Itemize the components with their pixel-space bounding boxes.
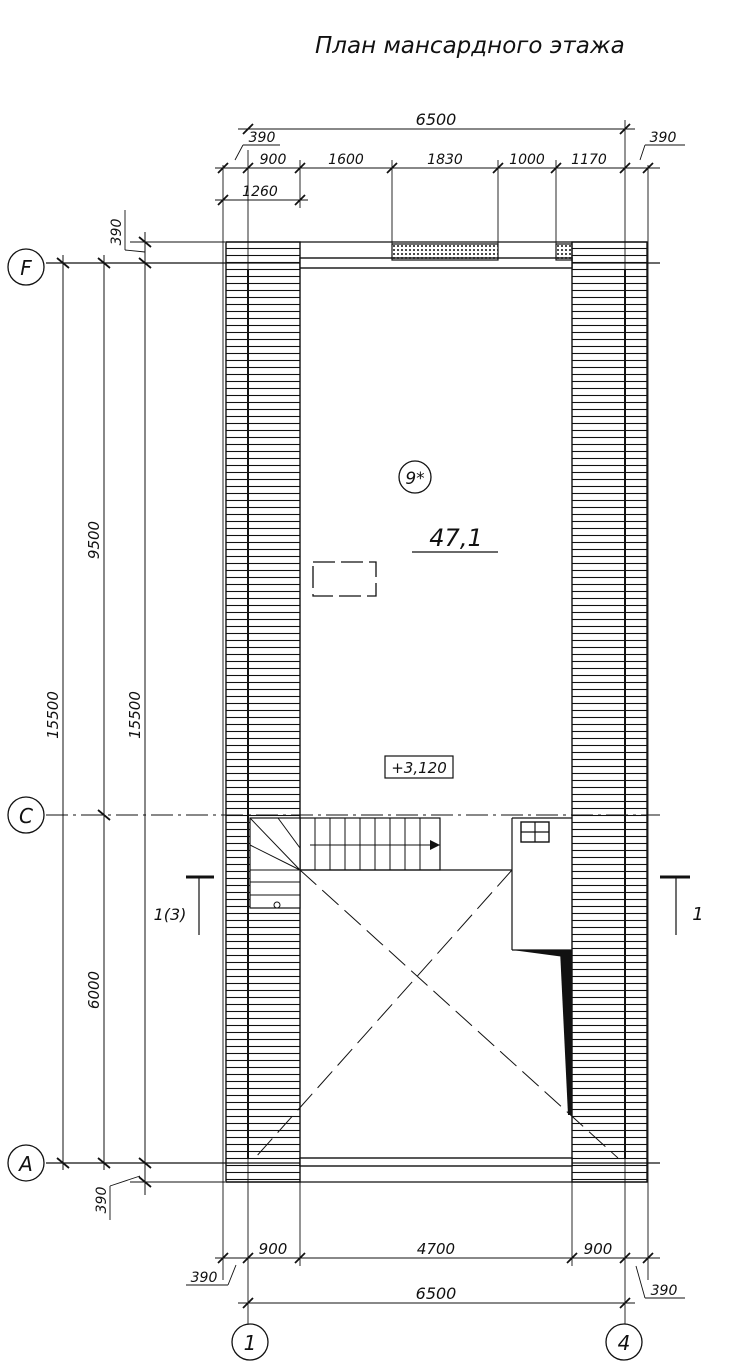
dim-left-wall-bottom: 390	[94, 1187, 110, 1214]
room-number-circle	[398, 460, 432, 494]
dim-top-seg-1: 900	[260, 152, 287, 168]
drawing-title: План мансардного этажа	[315, 33, 625, 59]
level-mark: +3,120	[391, 759, 447, 777]
room-number: 9*	[405, 469, 424, 489]
stair	[249, 817, 441, 909]
svg-text:A: A	[17, 1152, 33, 1176]
axis-marker-C: C	[7, 796, 45, 834]
dim-bottom-overall: 6500	[416, 1284, 457, 1303]
floor-opening	[254, 817, 619, 1159]
room-interior: 9* 47,1 +3,120	[249, 460, 619, 1159]
dimensions-bottom: 900 4700 900 390 390 6500	[186, 1182, 685, 1309]
dim-top-seg-5: 1170	[571, 152, 607, 168]
dim-top-overall: 6500	[416, 110, 457, 129]
roof-hatch-opening	[312, 561, 377, 597]
dim-bottom-seg-1: 900	[259, 1240, 288, 1258]
room-area: 47,1	[429, 524, 482, 552]
level-mark-box	[384, 755, 454, 779]
dim-top-seg-4: 1000	[509, 152, 545, 168]
dim-top-wall-left: 390	[249, 130, 276, 146]
wall-left	[225, 241, 301, 1183]
section-marker-left: 1(3)	[154, 875, 214, 935]
svg-text:F: F	[20, 256, 32, 280]
axis-markers: F C A 1 4	[7, 248, 643, 1361]
axis-marker-1: 1	[231, 1323, 269, 1361]
dim-bottom-seg-3: 900	[584, 1240, 613, 1258]
dim-bottom-wall-right: 390	[651, 1283, 678, 1299]
dim-top-seg-3: 1830	[427, 152, 463, 168]
dim-top-seg-2: 1600	[328, 152, 364, 168]
axis-marker-A: A	[7, 1144, 45, 1182]
dim-left-total-inner: 15500	[126, 691, 144, 739]
dim-left-wall-top: 390	[109, 219, 125, 246]
walls	[225, 241, 648, 1183]
window-top	[391, 243, 499, 261]
svg-text:4: 4	[618, 1331, 631, 1355]
dim-bottom-seg-2: 4700	[417, 1240, 455, 1258]
dimensions-left: 390 9500 6000 15500 15500 390	[44, 210, 225, 1220]
section-marker-right: 1	[660, 875, 704, 935]
svg-text:1: 1	[692, 904, 703, 925]
dim-left-lower: 6000	[85, 971, 103, 1009]
wall-bottom	[299, 1157, 573, 1167]
ventilation-block	[520, 821, 550, 843]
dim-left-upper: 9500	[85, 521, 103, 559]
dim-bottom-wall-left: 390	[191, 1270, 218, 1286]
svg-text:C: C	[19, 804, 33, 828]
dim-top-wall-right: 390	[650, 130, 677, 146]
window-top-small	[555, 243, 573, 261]
svg-text:1(3): 1(3)	[154, 905, 187, 924]
dim-left-total-outer: 15500	[44, 691, 62, 739]
axis-marker-F: F	[7, 248, 45, 286]
dim-top-left-extent: 1260	[242, 184, 278, 200]
wall-right	[571, 241, 648, 1183]
svg-text:1: 1	[244, 1331, 257, 1355]
dimensions-top: 6500 390 390 900 1600 1830 1000 1170 126…	[215, 110, 685, 248]
axis-marker-4: 4	[605, 1323, 643, 1361]
